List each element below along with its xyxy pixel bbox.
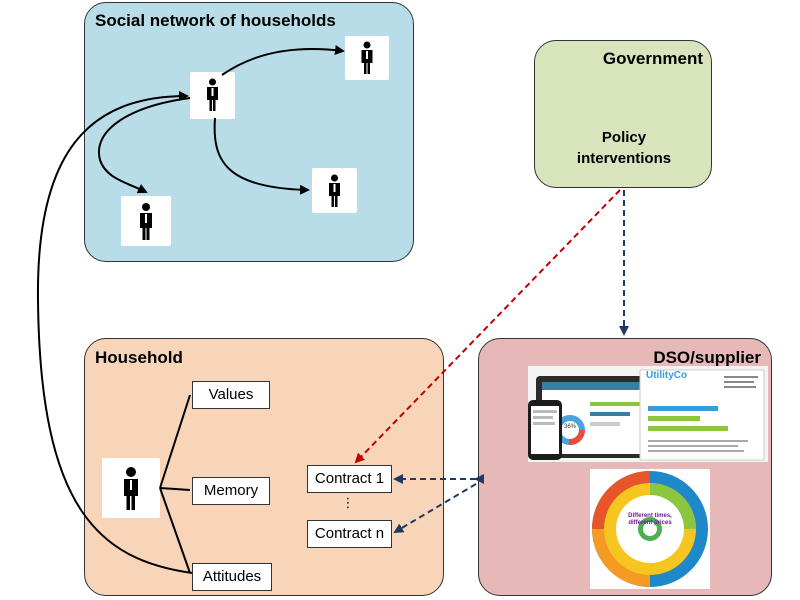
household-person-icon [102, 458, 160, 518]
dso-supplier-title: DSO/supplier [653, 348, 761, 367]
policy-text-line1: Policy [601, 129, 647, 146]
arrow-to-top-right-person [221, 45, 345, 76]
person-icon [190, 72, 235, 119]
dso-to-contract-n-arrow [393, 483, 477, 534]
report-brand-text: UtilityCo [646, 370, 688, 381]
policy-interventions-text: Policy interventions [535, 127, 713, 169]
energy-report-image: UtilityCo 36% [528, 366, 768, 462]
government-title: Government [602, 49, 703, 68]
values-box: Values [192, 381, 270, 409]
person-icon [345, 36, 389, 80]
contract-1-box: Contract 1 [307, 465, 392, 493]
memory-box: Memory [192, 477, 270, 505]
government-panel: Government Policy interventions [534, 40, 712, 188]
arrow-attitudes-to-network [36, 91, 193, 574]
person-icon [312, 168, 357, 213]
policy-to-contract-arrow [354, 189, 621, 464]
contract-n-box: Contract n [307, 520, 392, 548]
plan-title-text: Different times, different prices [628, 513, 672, 526]
household-tree-lines [159, 394, 191, 574]
household-title: Household [95, 348, 183, 367]
social-network-title: Social network of households [95, 11, 336, 30]
person-icon [121, 196, 171, 246]
policy-text-line2: interventions [576, 150, 672, 167]
smart-meter-plan-image: Different times, different prices [590, 469, 710, 589]
attitudes-box: Attitudes [192, 563, 272, 591]
arrow-to-left-person [97, 97, 191, 194]
arrow-to-right-person [213, 117, 310, 195]
report-percent-text: 36% [563, 424, 576, 430]
